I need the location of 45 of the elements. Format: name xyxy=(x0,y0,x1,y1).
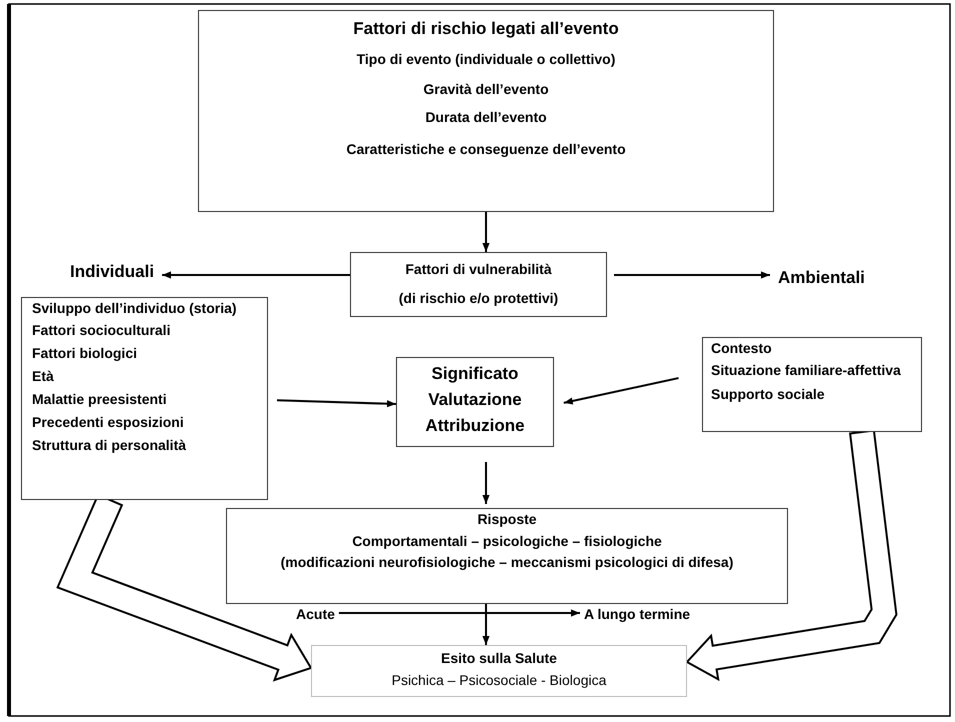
category-label: Ambientali xyxy=(778,268,865,288)
list-item: Contesto xyxy=(711,341,773,355)
text-box xyxy=(702,337,922,432)
category-label: Individuali xyxy=(70,262,154,282)
arrow xyxy=(564,377,679,404)
category-label: A lungo termine xyxy=(584,606,690,622)
heading: Fattori di rischio legati all’evento xyxy=(352,19,620,39)
list-item: Precedenti esposizioni xyxy=(32,414,185,430)
list-item: Tipo di evento (individuale o collettivo) xyxy=(356,51,616,67)
heading: Esito sulla Salute xyxy=(440,650,558,666)
arrow xyxy=(482,462,490,504)
arrow xyxy=(338,609,580,617)
box-text: (di rischio e/o protettivi) xyxy=(398,290,560,306)
arrow xyxy=(162,271,350,279)
box-text: Valutazione xyxy=(427,390,523,410)
list-item: Età xyxy=(32,368,55,384)
category-label: Acute xyxy=(296,606,335,622)
text-box xyxy=(350,252,607,317)
list-item: Supporto sociale xyxy=(711,386,826,402)
list-item: Sviluppo dell’individuo (storia) xyxy=(32,302,238,316)
box-text: Fattori di vulnerabilità xyxy=(404,261,553,277)
text-box xyxy=(226,508,788,604)
list-item: Durata dell’evento xyxy=(424,109,548,125)
box-text: (modificazioni neurofisiologiche – meccanismi psicologici di difesa) xyxy=(280,556,734,570)
text-box xyxy=(396,357,554,447)
list-item: Fattori socioculturali xyxy=(32,322,172,338)
block-arrow xyxy=(685,429,898,682)
arrow xyxy=(614,271,770,279)
text-box xyxy=(311,645,687,697)
list-item: Situazione familiare-affettiva xyxy=(711,364,902,378)
arrow xyxy=(276,399,396,408)
box-text: Attribuzione xyxy=(424,416,526,436)
list-item: Caratteristiche e conseguenze dell’evento xyxy=(345,141,627,157)
arrow xyxy=(482,604,490,645)
list-item: Struttura di personalità xyxy=(32,437,188,454)
text-box xyxy=(198,10,774,212)
list-item: Fattori biologici xyxy=(32,345,138,362)
box-text: Psichica – Psicosociale - Biologica xyxy=(390,672,608,688)
list-item: Malattie preesistenti xyxy=(32,391,168,408)
arrow xyxy=(482,212,490,252)
list-item: Gravità dell’evento xyxy=(422,81,550,97)
text-box xyxy=(21,297,268,500)
box-text: Significato xyxy=(430,364,520,384)
box-text: Comportamentali – psicologiche – fisiologiche xyxy=(351,534,663,548)
heading: Risposte xyxy=(476,512,538,526)
